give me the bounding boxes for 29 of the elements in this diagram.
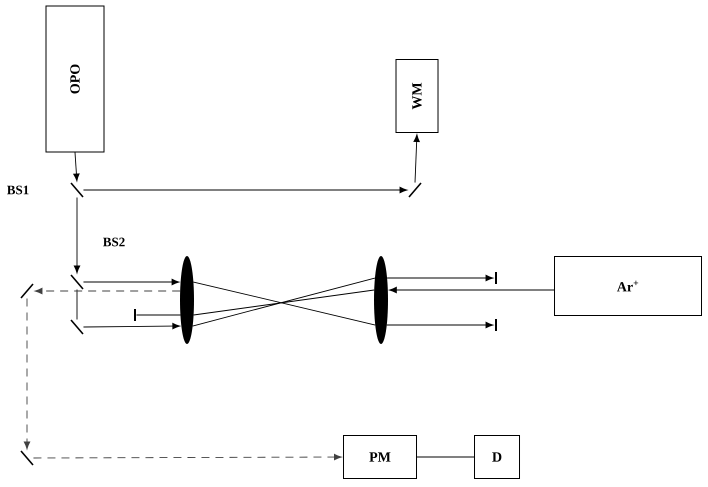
beam-line [136, 314, 181, 316]
beam-line [389, 286, 554, 294]
beam-line [83, 322, 180, 330]
beam-line [386, 274, 494, 282]
beam-line [34, 288, 181, 294]
instrument-box: OPO [46, 6, 104, 152]
instrument-box: WM [396, 59, 438, 133]
instrument-box: Ar$^{+}$ [554, 256, 702, 316]
component-label: BS2 [103, 238, 125, 246]
mirror [20, 450, 34, 466]
beam-line [76, 289, 78, 320]
instrument-box: D [474, 435, 520, 479]
beam-line [33, 454, 342, 460]
beam-line [83, 186, 408, 194]
beam-line [193, 290, 375, 316]
mirror [70, 182, 84, 198]
component-label: BS1 [7, 186, 29, 194]
beam-line [73, 152, 80, 182]
mirror [70, 274, 84, 290]
mirror [20, 283, 34, 299]
beam-line [414, 134, 420, 183]
instrument-box: PM [343, 435, 417, 479]
beam-line [386, 322, 494, 328]
mirror [70, 319, 84, 335]
beam-line [74, 197, 80, 274]
beam-line [83, 278, 180, 286]
beam-line [416, 456, 474, 458]
beam-line [24, 298, 30, 450]
mirror [408, 182, 422, 198]
